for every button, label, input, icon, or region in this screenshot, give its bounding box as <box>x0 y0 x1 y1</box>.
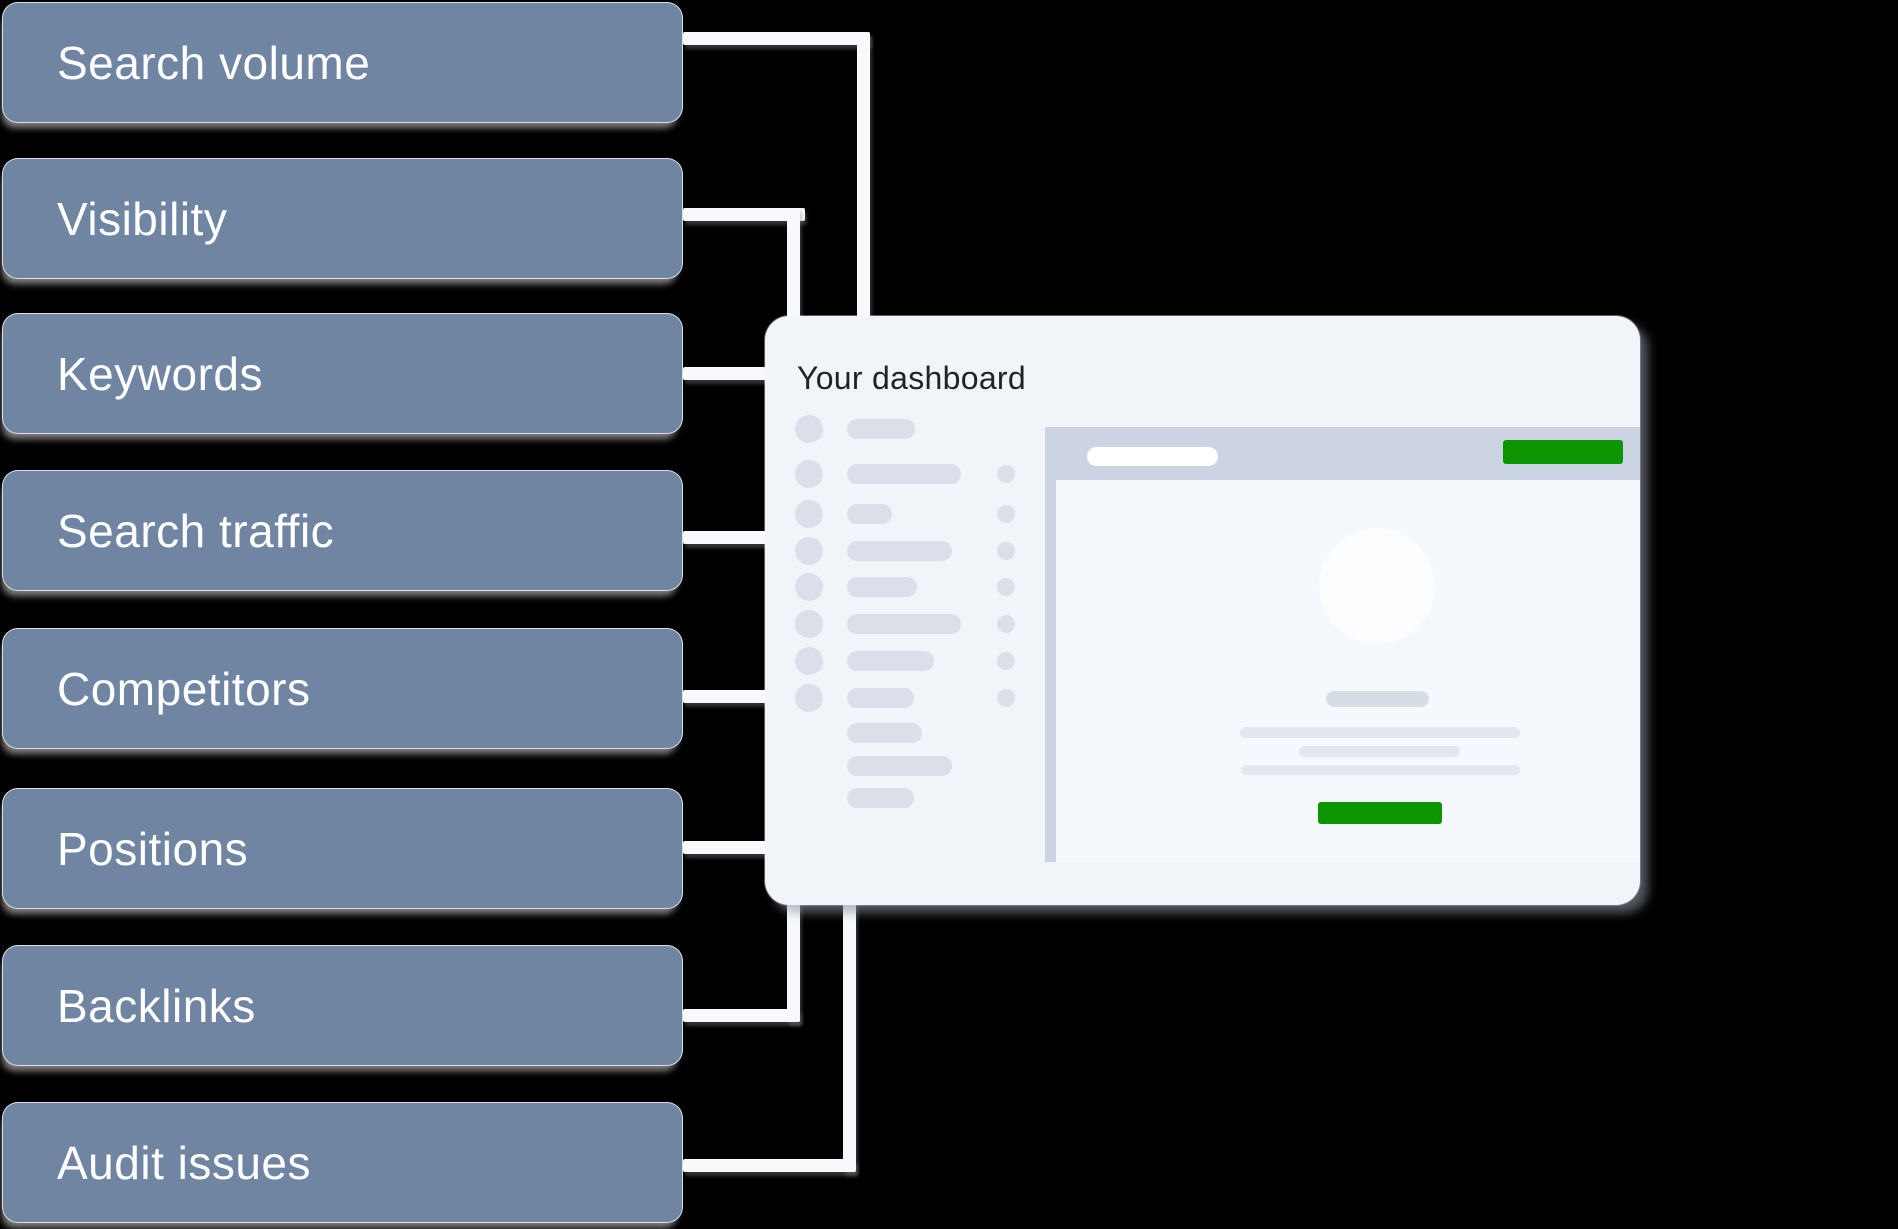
node-label: Competitors <box>57 662 311 715</box>
node-search-traffic: Search traffic <box>2 470 683 591</box>
skeleton-menu-pill <box>847 577 917 597</box>
node-search-volume: Search volume <box>2 2 683 123</box>
node-label: Audit issues <box>57 1136 312 1189</box>
skeleton-menu-pill <box>847 419 915 439</box>
skeleton-menu-pill <box>847 723 922 743</box>
skeleton-menu-pill <box>847 541 952 561</box>
node-label: Keywords <box>57 347 263 400</box>
connector-visibility-horizontal <box>683 208 805 221</box>
mock-avatar-circle <box>1319 528 1435 644</box>
skeleton-menu-pill <box>847 504 892 524</box>
node-backlinks: Backlinks <box>2 945 683 1066</box>
skeleton-avatar-circle <box>795 415 823 443</box>
node-label: Backlinks <box>57 979 256 1032</box>
dashboard-title: Your dashboard <box>797 360 1026 396</box>
mock-window-left-border <box>1045 480 1056 862</box>
skeleton-menu-pill <box>847 651 934 671</box>
node-label: Positions <box>57 822 249 875</box>
node-label: Search traffic <box>57 504 335 557</box>
node-audit-issues: Audit issues <box>2 1102 683 1223</box>
skeleton-menu-pill <box>847 756 952 776</box>
skeleton-avatar-circle <box>795 460 823 488</box>
skeleton-avatar-circle <box>795 684 823 712</box>
mock-header-button <box>1503 440 1623 464</box>
skeleton-avatar-circle <box>795 647 823 675</box>
node-positions: Positions <box>2 788 683 909</box>
skeleton-status-dot <box>997 542 1015 560</box>
connector-search-volume-vertical <box>857 32 870 324</box>
connector-audit-issues-horizontal <box>683 1159 856 1172</box>
connector-backlinks-vertical <box>787 898 800 1022</box>
skeleton-menu-pill <box>847 788 914 808</box>
connector-keywords-horizontal <box>683 367 773 380</box>
connector-search-volume-horizontal <box>683 32 870 45</box>
node-label: Visibility <box>57 192 228 245</box>
skeleton-status-dot <box>997 578 1015 596</box>
skeleton-status-dot <box>997 652 1015 670</box>
mock-text-line <box>1241 765 1520 775</box>
skeleton-avatar-circle <box>795 537 823 565</box>
skeleton-avatar-circle <box>795 573 823 601</box>
node-competitors: Competitors <box>2 628 683 749</box>
skeleton-menu-pill <box>847 688 914 708</box>
skeleton-status-dot <box>997 465 1015 483</box>
connector-backlinks-horizontal <box>683 1009 800 1022</box>
skeleton-status-dot <box>997 689 1015 707</box>
node-keywords: Keywords <box>2 313 683 434</box>
skeleton-status-dot <box>997 615 1015 633</box>
connector-competitors-horizontal <box>683 690 773 703</box>
mock-cta-button <box>1318 802 1442 824</box>
mock-text-line <box>1299 746 1460 757</box>
skeleton-avatar-circle <box>795 610 823 638</box>
connector-visibility-vertical <box>787 208 800 324</box>
connector-search-traffic-horizontal <box>683 531 773 544</box>
mock-text-line <box>1240 727 1520 738</box>
skeleton-menu-pill <box>847 464 961 484</box>
skeleton-menu-pill <box>847 614 961 634</box>
mock-name-pill <box>1326 691 1429 707</box>
skeleton-avatar-circle <box>795 500 823 528</box>
dashboard-card: Your dashboard <box>765 316 1640 905</box>
connector-audit-issues-vertical <box>843 898 856 1172</box>
skeleton-status-dot <box>997 505 1015 523</box>
node-label: Search volume <box>57 36 371 89</box>
connector-positions-horizontal <box>683 841 773 854</box>
mock-search-pill <box>1087 447 1218 466</box>
node-visibility: Visibility <box>2 158 683 279</box>
